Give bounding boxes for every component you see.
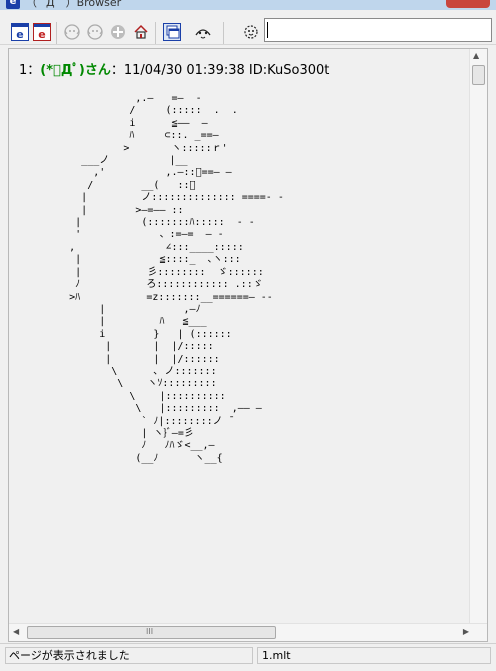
scroll-right-arrow-icon[interactable]: ▶	[462, 627, 469, 636]
app-icon: e	[6, 0, 20, 9]
scroll-up-arrow-icon[interactable]: ▲	[473, 51, 480, 60]
toolbar-separator	[223, 22, 224, 44]
face-forward-icon[interactable]	[86, 23, 104, 41]
title-bar: e （ ´Д｀）Browser	[0, 0, 496, 10]
scroll-grip: III	[146, 627, 154, 636]
window-title: （ ´Д｀）Browser	[26, 0, 122, 9]
disabled-plus-icon[interactable]	[109, 23, 127, 41]
ascii-art: ,.— =— - / (::::: . . i ≦—— — ﾊ ⊂::. _==…	[69, 93, 284, 464]
windows-icon[interactable]	[163, 23, 181, 41]
toolbar: e e	[0, 10, 496, 45]
svg-text:e: e	[38, 28, 45, 41]
face-icon[interactable]	[193, 23, 211, 41]
ie-red-icon[interactable]: e	[33, 23, 51, 41]
face-back-icon[interactable]	[63, 23, 81, 41]
status-message: ページが表示されました	[5, 647, 253, 664]
toolbar-separator	[155, 22, 156, 44]
vertical-scroll-thumb[interactable]	[472, 65, 485, 85]
gear-face-icon[interactable]	[241, 23, 259, 41]
horizontal-scroll-thumb[interactable]: III	[27, 626, 276, 639]
content-view[interactable]: 1：(*ﾟДﾟ)さん：11/04/30 01:39:38 ID:KuSo300t…	[8, 48, 488, 642]
ie-icon[interactable]: e	[11, 23, 29, 41]
status-bar: ページが表示されました 1.mlt	[0, 643, 496, 671]
scroll-left-arrow-icon[interactable]: ◀	[13, 627, 20, 636]
post-separator: ：	[27, 63, 41, 78]
close-button[interactable]	[446, 0, 490, 8]
toolbar-separator	[56, 22, 57, 44]
svg-text:e: e	[16, 28, 23, 41]
post-meta: ：11/04/30 01:39:38 ID:KuSo300t	[110, 63, 330, 78]
status-file: 1.mlt	[257, 647, 491, 664]
post-author-name[interactable]: (*ﾟДﾟ)さん	[40, 63, 111, 78]
address-input[interactable]	[264, 18, 492, 42]
post-number: 1	[19, 63, 28, 78]
post-header: 1：(*ﾟДﾟ)さん：11/04/30 01:39:38 ID:KuSo300t	[19, 59, 329, 78]
home-icon[interactable]	[132, 23, 150, 41]
horizontal-scrollbar[interactable]: ◀ III ▶	[9, 623, 487, 641]
text-caret	[267, 22, 268, 38]
vertical-scrollbar[interactable]: ▲	[469, 49, 487, 626]
